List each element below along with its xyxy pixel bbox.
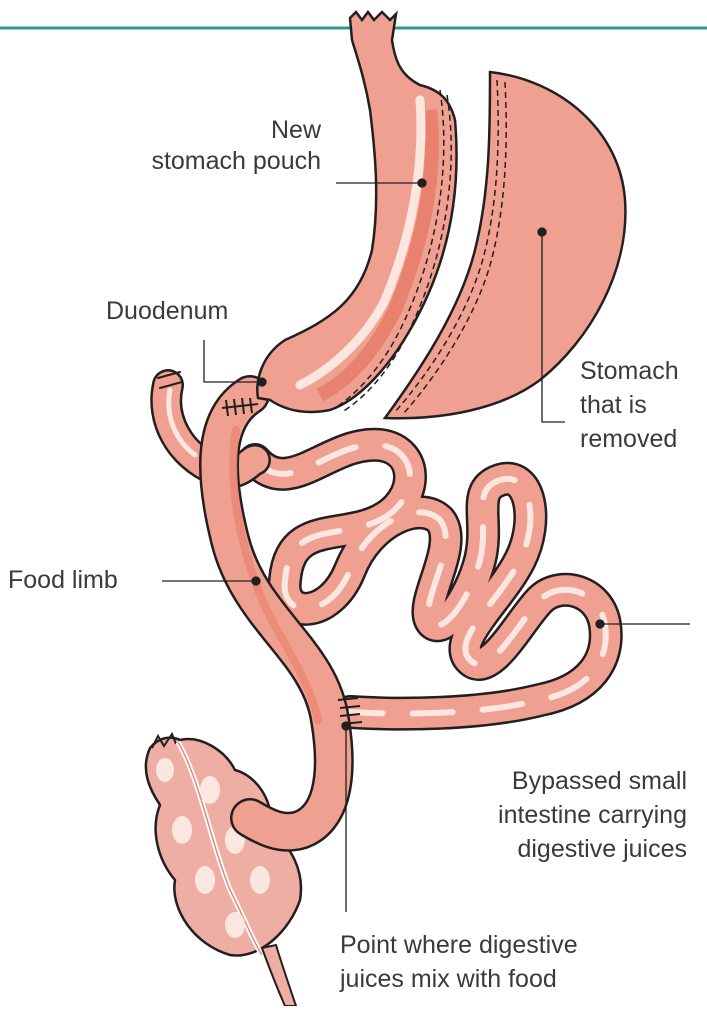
mix-point-line1: Point where digestive (340, 928, 578, 962)
dot-mix-point (342, 722, 350, 730)
label-stomach-removed: Stomach that is removed (580, 354, 679, 456)
bypassed-line3: digestive juices (420, 832, 687, 866)
duodenum-text: Duodenum (106, 296, 228, 327)
new-pouch-line2: stomach pouch (96, 146, 321, 177)
dot-removed (538, 228, 546, 236)
label-food-limb: Food limb (8, 565, 118, 596)
colon (146, 734, 301, 1006)
removed-line2: that is (580, 388, 679, 422)
label-new-stomach-pouch: New stomach pouch (96, 115, 321, 177)
dot-new-pouch (418, 179, 426, 187)
dot-bypassed (596, 620, 604, 628)
removed-line1: Stomach (580, 354, 679, 388)
label-mix-point: Point where digestive juices mix with fo… (340, 928, 578, 996)
bypassed-line1: Bypassed small (420, 764, 687, 798)
mix-point-line2: juices mix with food (340, 962, 578, 996)
stomach-pouch (222, 12, 457, 416)
dot-duodenum (258, 378, 266, 386)
removed-line3: removed (580, 422, 679, 456)
label-bypassed-intestine: Bypassed small intestine carrying digest… (420, 764, 687, 866)
new-pouch-line1: New (96, 115, 321, 146)
dot-food-limb (252, 577, 260, 585)
food-limb-text: Food limb (8, 565, 118, 596)
bypassed-line2: intestine carrying (420, 798, 687, 832)
label-duodenum: Duodenum (106, 296, 228, 327)
